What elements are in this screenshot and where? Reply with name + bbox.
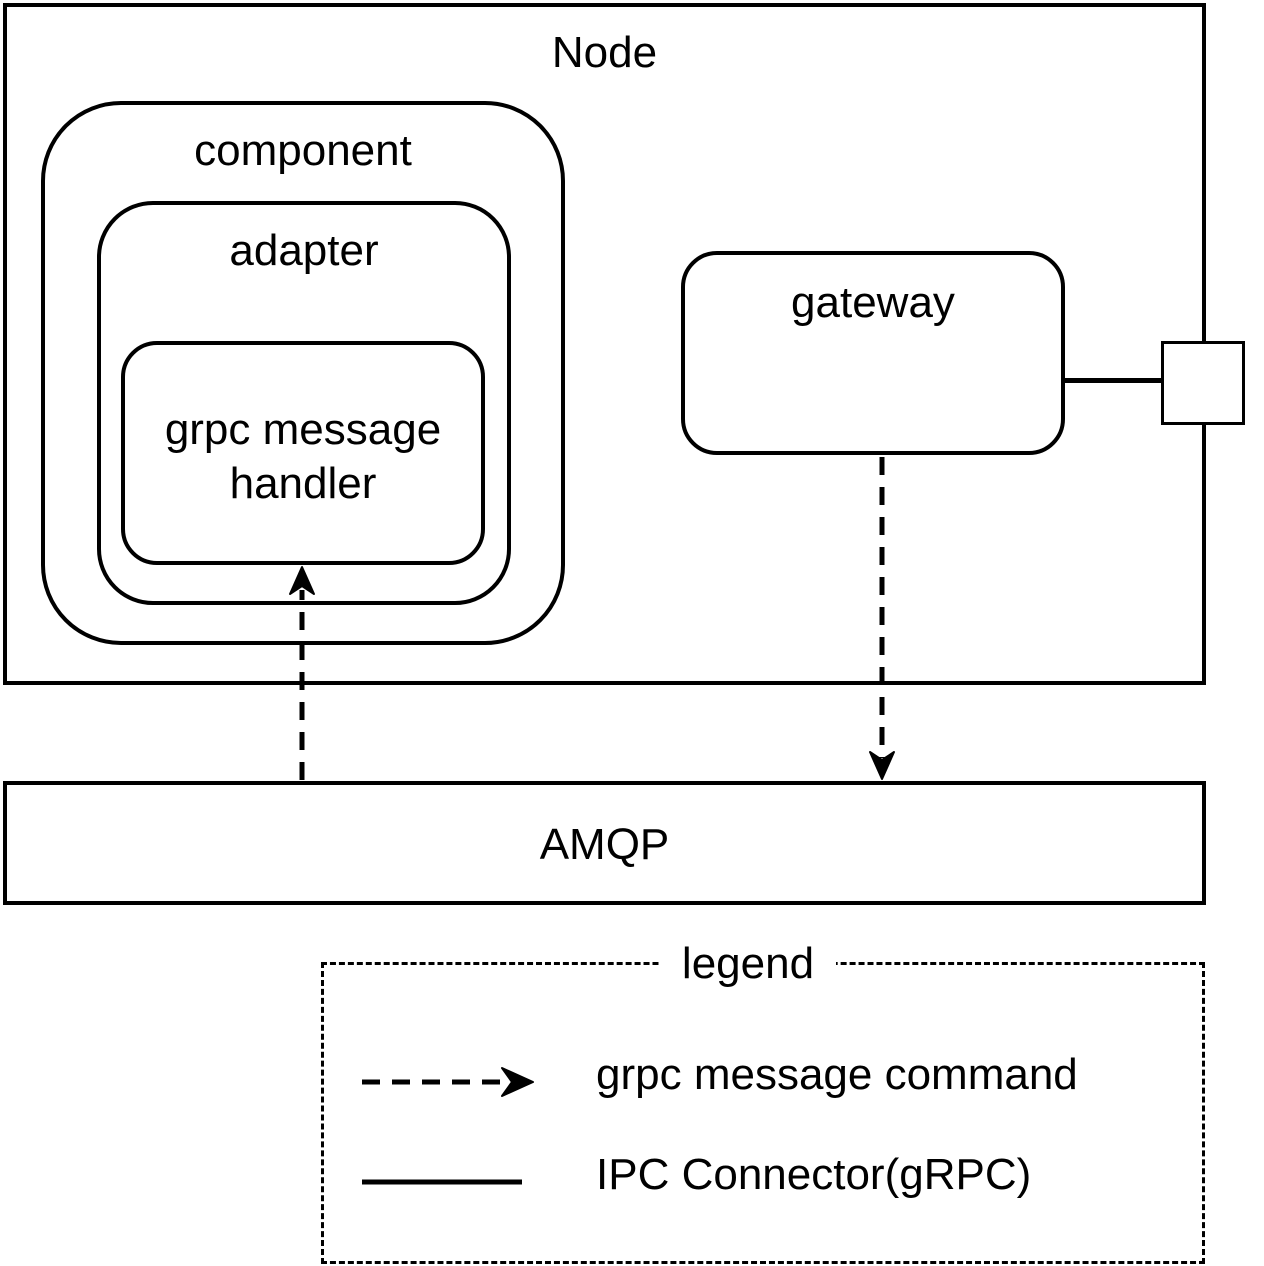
legend-command-label: grpc message command xyxy=(596,1050,1078,1099)
legend-box xyxy=(321,962,1205,1264)
grpc-message-handler-label: grpc message handler xyxy=(164,405,442,508)
amqp-bus: AMQP xyxy=(3,781,1206,905)
gateway-to-amqp-arrowhead xyxy=(869,751,895,780)
grpc-message-handler-box: grpc message handler xyxy=(121,341,485,565)
ipc-connector-line xyxy=(1063,378,1163,383)
gateway-port xyxy=(1161,341,1245,425)
gateway-box: gateway xyxy=(681,251,1065,455)
node-label: Node xyxy=(551,28,658,77)
legend-ipc-label: IPC Connector(gRPC) xyxy=(596,1150,1032,1199)
amqp-label: AMQP xyxy=(539,820,670,869)
gateway-label: gateway xyxy=(791,278,955,327)
legend-title: legend xyxy=(660,938,836,990)
adapter-label: adapter xyxy=(229,226,379,275)
component-label: component xyxy=(194,126,412,175)
